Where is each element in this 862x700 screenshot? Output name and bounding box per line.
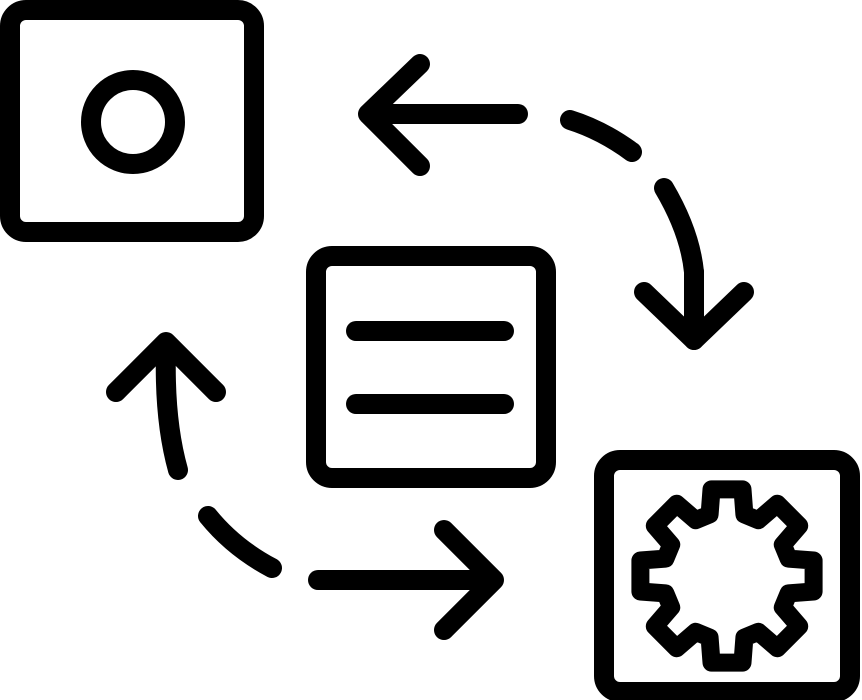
arrow-up-left-shaft [155,340,188,480]
arrow-left-head [358,54,430,176]
document-lines-icon [346,321,514,414]
center-box [306,246,556,488]
bottom-right-box [594,450,860,700]
arrow-right-head [434,520,504,640]
dash-segment [560,110,642,162]
arrow-up-head [106,332,226,402]
curve-bottom-left [198,506,282,578]
center-box-frame [306,246,556,488]
arrow-down-right [634,262,754,350]
arrow-to-bottom-right [308,520,504,640]
arrow-to-top-left [358,54,528,176]
circle-icon [81,70,185,174]
dash-segment [654,178,704,282]
dash-segment [198,506,282,578]
top-left-box-frame [0,0,264,242]
bottom-right-box-frame [594,450,860,700]
arrow-up-left [106,332,226,480]
curve-top-right [560,110,704,282]
gear-icon [631,480,823,672]
top-left-box [0,0,264,242]
arrow-down-head [634,282,754,350]
